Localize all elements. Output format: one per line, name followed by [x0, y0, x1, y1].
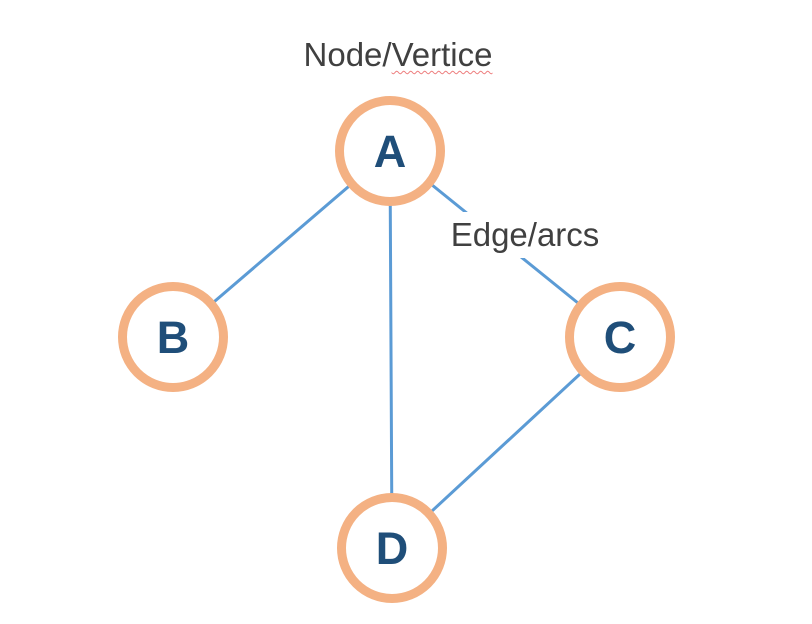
node-a: A: [335, 96, 445, 206]
node-b: B: [118, 282, 228, 392]
node-c: C: [565, 282, 675, 392]
node-b-label: B: [156, 311, 190, 363]
node-c-label: C: [603, 311, 637, 363]
node-d: D: [337, 493, 447, 603]
diagram-title: Node/Vertice: [248, 36, 548, 74]
diagram-title-vertice-part: Vertice: [391, 36, 493, 73]
edge-label: Edge/arcs: [440, 212, 610, 258]
edge-a-d: [388, 149, 394, 550]
node-a-label: A: [373, 125, 407, 177]
diagram-title-node-part: Node/: [303, 36, 392, 73]
node-d-label: D: [375, 522, 409, 574]
